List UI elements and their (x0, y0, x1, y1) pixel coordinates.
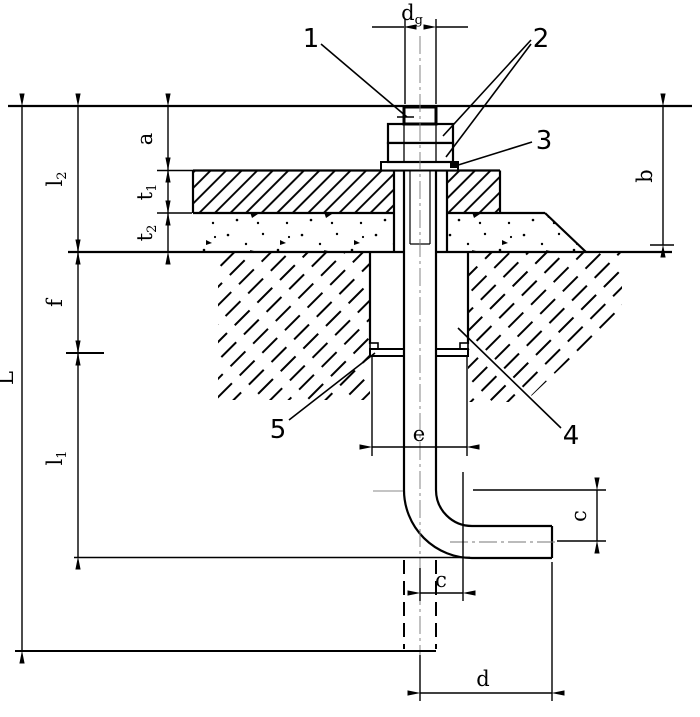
soil-hatch-left (218, 253, 370, 400)
label-t1: t1 (133, 184, 160, 201)
bolt-bend-inner (434, 489, 473, 528)
leader-2b (445, 43, 532, 158)
steel-plate-section-left (193, 171, 394, 213)
grout-layer-left (193, 213, 394, 252)
leader-5 (288, 352, 376, 421)
anchor-bolt (402, 170, 554, 649)
leader-2a (442, 39, 532, 137)
nut-upper (386, 122, 455, 145)
leader-1 (320, 43, 408, 118)
part-label-2: 2 (533, 24, 550, 54)
grout-edge-diagonal (544, 212, 587, 253)
label-c-bend-offset: c (435, 568, 447, 592)
soil-hatch-right (468, 253, 622, 402)
label-b: b (633, 169, 657, 182)
leader-3 (454, 141, 533, 167)
leader-4 (457, 327, 562, 429)
labels: dg a t1 t2 l2 f L l1 b c e c d 1 2 3 4 5 (0, 1, 657, 691)
steel-plate-section-right (447, 171, 500, 213)
label-l1: l1 (43, 451, 70, 466)
bolt-straight-alternative (403, 560, 437, 649)
label-c-bend-radius: c (567, 510, 591, 522)
label-e: e (413, 422, 425, 446)
part-label-4: 4 (563, 421, 580, 451)
label-f: f (43, 297, 67, 307)
part-label-3: 3 (536, 126, 553, 156)
label-t2: t2 (133, 225, 160, 242)
label-d: d (476, 667, 489, 691)
material-fills (193, 171, 622, 402)
fasteners (380, 105, 459, 172)
bolt-shank-fill (404, 170, 552, 558)
centerlines (419, 36, 558, 662)
label-l2: l2 (43, 172, 70, 187)
part-label-1: 1 (303, 24, 320, 54)
grout-layer-right (447, 213, 586, 252)
extension-lines (15, 19, 674, 701)
label-a: a (133, 133, 157, 146)
label-L: L (0, 371, 18, 385)
leader-lines (288, 39, 562, 429)
label-dg: dg (401, 1, 423, 28)
nut-lower (386, 141, 455, 164)
dimension-lines (19, 24, 666, 696)
washer (380, 161, 459, 172)
bolt-bend-outer (402, 489, 473, 560)
leader-3-terminator (450, 161, 457, 168)
part-label-5: 5 (270, 415, 287, 445)
